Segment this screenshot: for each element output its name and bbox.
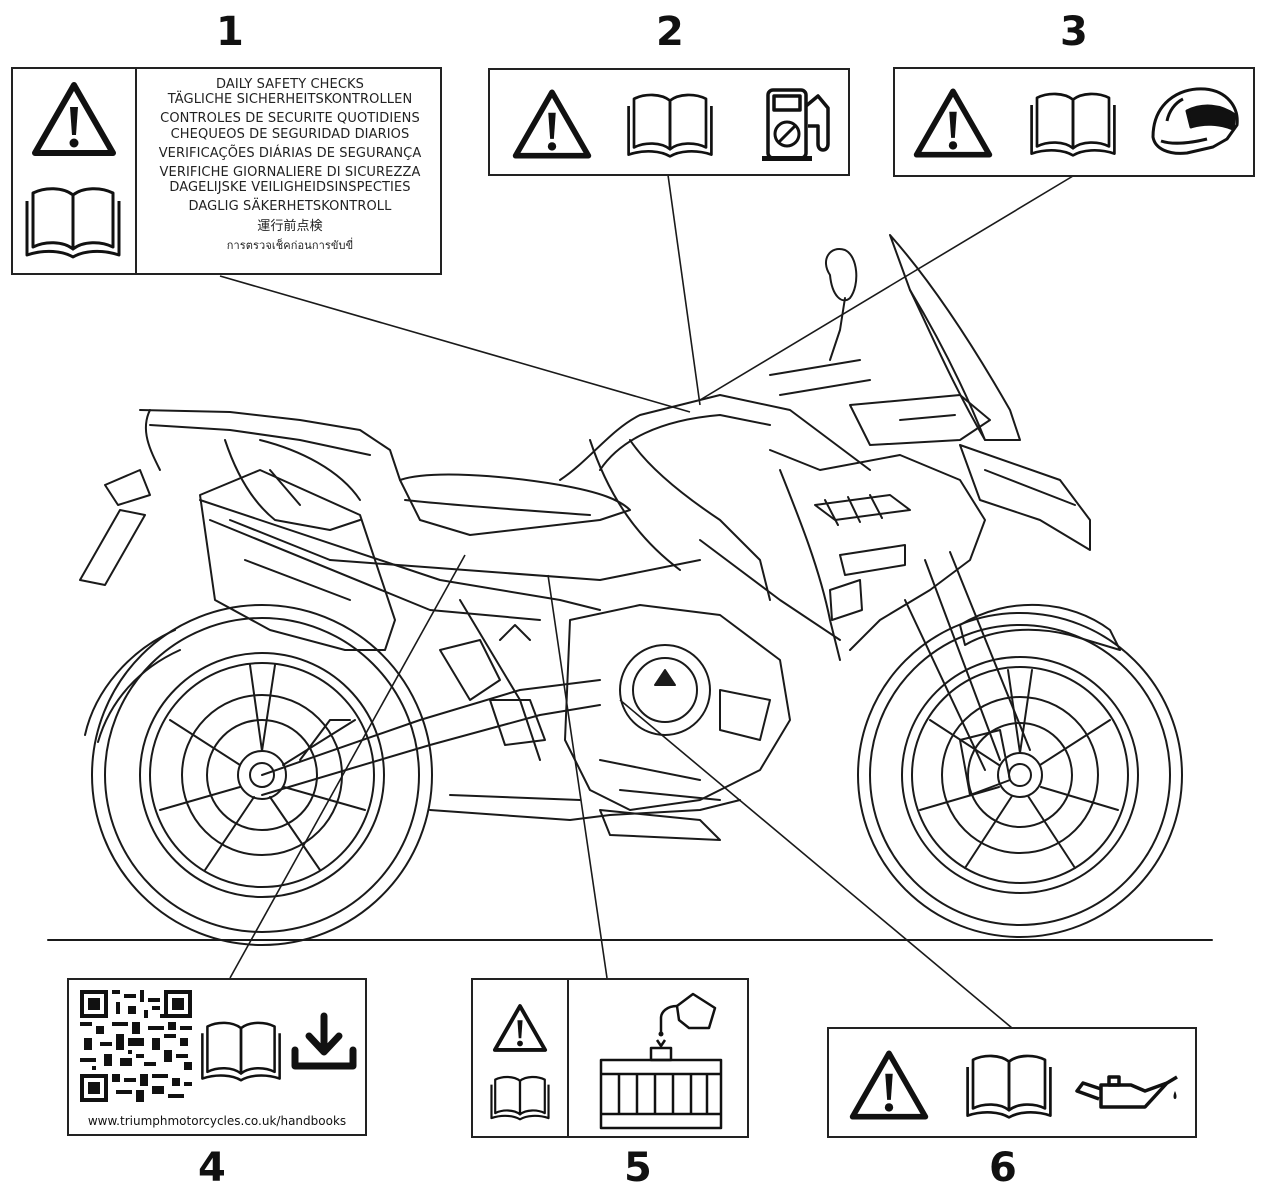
leader-line-6 — [619, 699, 1013, 1029]
manual-book-icon — [966, 1054, 1052, 1119]
lang-line-nl: DAGELIJSKE VEILIGHEIDSINSPECTIES — [169, 180, 411, 196]
label-number-1: 1 — [216, 9, 244, 55]
coolant-radiator-icon — [599, 992, 723, 1130]
warning-icon — [32, 82, 116, 156]
fuel-pump-unleaded-icon — [762, 88, 830, 161]
leader-line-2 — [667, 174, 701, 406]
label-2-panel — [488, 68, 850, 176]
label-number-6: 6 — [989, 1145, 1017, 1191]
leader-line-5 — [547, 574, 608, 979]
manual-book-icon — [201, 1021, 281, 1082]
label-number-3: 3 — [1060, 9, 1088, 55]
warning-icon — [913, 88, 993, 158]
warning-icon — [849, 1050, 929, 1120]
lang-line-pt: VERIFICAÇÕES DIÁRIAS DE SEGURANÇA — [158, 145, 422, 161]
label-4-panel: www.triumphmotorcycles.co.uk/handbooks — [67, 978, 367, 1136]
leader-line-1 — [219, 275, 691, 413]
helmet-icon — [1151, 87, 1239, 155]
lang-line-es: CHEQUEOS DE SEGURIDAD DIARIOS — [170, 126, 410, 142]
label-1-panel: DAILY SAFETY CHECKS TÄGLICHE SICHERHEITS… — [11, 67, 442, 275]
manual-book-icon — [25, 187, 121, 259]
label-3-panel — [893, 67, 1255, 177]
lang-line-sv: DAGLIG SÄKERHETSKONTROLL — [188, 199, 392, 215]
warning-icon — [512, 89, 592, 159]
lang-line-en: DAILY SAFETY CHECKS — [215, 77, 364, 92]
front-wheel — [857, 612, 1183, 938]
download-icon — [291, 1012, 357, 1070]
daily-safety-checks-text: DAILY SAFETY CHECKS TÄGLICHE SICHERHEITS… — [137, 75, 443, 255]
label-number-5: 5 — [624, 1145, 652, 1191]
lang-line-fr: CONTROLES DE SECURITE QUOTIDIENS — [160, 111, 420, 127]
lang-line-ja: 運行前点検 — [257, 218, 323, 234]
manual-book-icon — [627, 93, 713, 158]
leader-line-3 — [699, 175, 1074, 401]
label-number-4: 4 — [198, 1145, 226, 1191]
warning-icon — [492, 1004, 548, 1052]
lang-line-de: TÄGLICHE SICHERHEITSKONTROLLEN — [167, 92, 413, 108]
label-number-2: 2 — [656, 9, 684, 55]
handbooks-url: www.triumphmotorcycles.co.uk/handbooks — [87, 1114, 347, 1128]
lang-line-it: VERIFICHE GIORNALIERE DI SICUREZZA — [159, 165, 421, 181]
leader-line-4 — [229, 554, 466, 979]
manual-book-icon — [1030, 92, 1116, 157]
label-5-panel — [471, 978, 749, 1138]
rear-wheel — [91, 604, 433, 946]
oil-can-icon — [1075, 1075, 1178, 1109]
label-6-panel — [827, 1027, 1197, 1138]
manual-book-icon — [490, 1075, 550, 1121]
leader-lines — [219, 174, 1074, 1029]
qr-code-icon — [80, 990, 192, 1102]
lang-line-th: การตรวจเช็คก่อนการขับขี่ — [226, 238, 354, 252]
